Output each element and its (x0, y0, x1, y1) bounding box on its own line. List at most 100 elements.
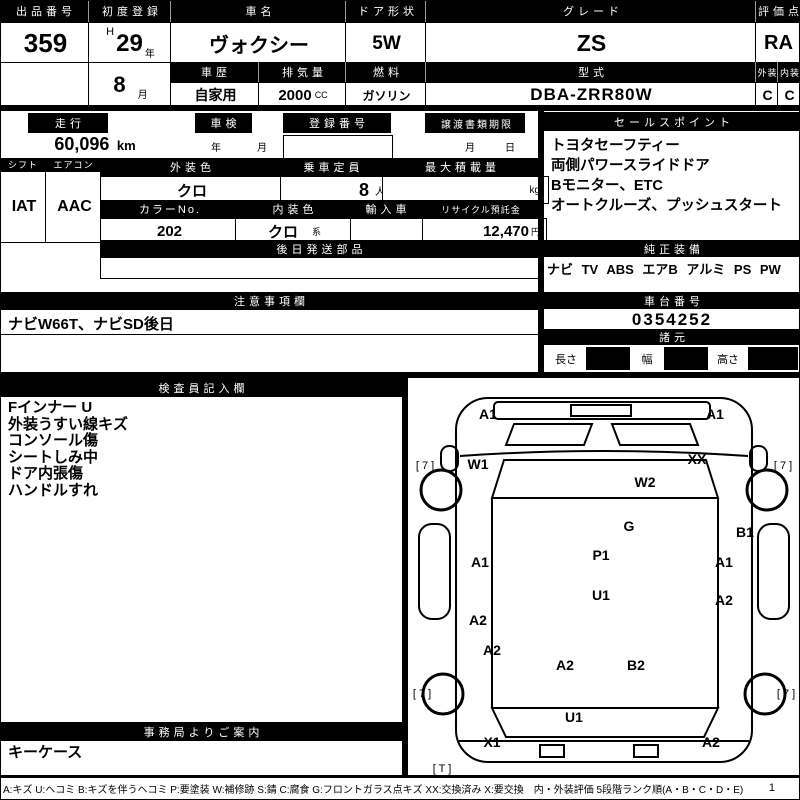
text-line: オートクルーズ、プッシュスタート (551, 198, 782, 214)
text-line: トヨタセーフティー (551, 138, 680, 154)
inspector-notes-header: 検査員記入欄 (0, 378, 403, 397)
chassis-number-header: 車台番号 (544, 292, 800, 309)
model-code-label: 型式 (425, 62, 756, 82)
recycle-deposit-label: リサイクル預託金 (422, 200, 539, 218)
shift-label: シフト (0, 158, 45, 171)
capacity-label: 乗車定員 (280, 158, 383, 176)
damage-code-label: G (624, 518, 635, 534)
length-label: 長さ (555, 353, 577, 366)
aircon-value: AAC (45, 171, 104, 243)
notes-header: 注意事項欄 (0, 292, 539, 310)
page-number: 1 (768, 782, 775, 794)
length-value-box (586, 347, 630, 370)
text-line: 両側パワースライドドア (551, 158, 710, 174)
max-load-label: 最大積載量 (382, 158, 539, 176)
exterior-grade-label: 外装 (755, 62, 778, 82)
front-left-wheel (419, 468, 463, 512)
width-label: 幅 (641, 353, 653, 366)
exterior-color-value: クロ (100, 176, 284, 204)
text-line: キーケース (8, 744, 83, 761)
divider (0, 775, 800, 778)
damage-code-label: A2 (715, 592, 733, 608)
left-door-panel (418, 523, 451, 620)
fuel-label: 燃料 (345, 62, 426, 82)
exterior-color-label: 外装色 (100, 158, 281, 176)
later-parts-value (100, 257, 541, 279)
damage-code-label: A2 (556, 657, 574, 673)
text-line: Bモニター、ETC (551, 178, 663, 194)
damage-code-label: W2 (635, 474, 656, 490)
divider (0, 105, 800, 111)
displacement-label: 排気量 (258, 62, 346, 82)
right-headlight (610, 423, 700, 446)
rear-reflector-left (539, 744, 565, 758)
inspection-month-unit: 月 (257, 143, 267, 154)
front-right-wheel (745, 468, 789, 512)
import-label: 輸入車 (350, 200, 422, 218)
text-line: Fインナー U (8, 399, 93, 416)
text-line: ハンドルすれ (8, 481, 99, 499)
car-name-label: 車名 (170, 0, 346, 22)
later-parts-label: 後日発送部品 (100, 240, 539, 257)
damage-code-label: P1 (592, 547, 609, 563)
transfer-month-unit: 月 (465, 143, 475, 154)
first-registration-year: H 29 年 (88, 22, 173, 65)
damage-code-label: [ 7 ] (416, 460, 434, 472)
aircon-label: エアコン (45, 158, 101, 171)
text-line: ドア内張傷 (8, 465, 84, 482)
damage-code-label: A2 (483, 642, 501, 658)
divider (538, 111, 544, 372)
damage-code-label: A2 (702, 734, 720, 750)
car-body-outline (455, 397, 753, 763)
year-unit: 年 (144, 49, 155, 60)
inspection-label: 車検 (195, 113, 252, 133)
damage-code-label: B1 (736, 524, 754, 540)
inspection-value: 年 月 (193, 139, 285, 154)
era-mark: H (106, 26, 115, 38)
inspection-year-unit: 年 (211, 143, 221, 154)
damage-code-label: A1 (471, 554, 489, 570)
mileage-number: 60,096 (54, 134, 110, 154)
sales-points-list: トヨタセーフティー両側パワースライドドア Bモニター、ETC オートクルーズ、プッシ… (551, 136, 782, 216)
hood-line (459, 450, 749, 457)
equipment-value: ナビ TV ABS エアB アルミ PS PW (547, 262, 781, 277)
mileage-unit: km (116, 138, 136, 153)
registration-number-label: 登録番号 (283, 113, 391, 133)
month-unit: 月 (137, 90, 148, 101)
text-line: コンソール傷 (8, 432, 99, 449)
left-headlight (504, 423, 594, 446)
door-shape-value: 5W (345, 22, 428, 65)
transfer-deadline-value: 月 日 (450, 139, 530, 154)
divider (0, 372, 800, 378)
rear-right-wheel (743, 672, 787, 716)
text-line: 外装うすい線キズ (8, 415, 129, 433)
legend: A:キズ U:ヘコミ B:キズを伴うヘコミ P:要塗装 W:補修跡 S:錆 C:… (3, 778, 797, 798)
displacement-unit: CC (314, 90, 328, 100)
front-plate (570, 404, 632, 417)
import-value (350, 218, 425, 244)
shift-value: IAT (0, 171, 48, 243)
office-info-header: 事務局よりご案内 (0, 722, 403, 741)
interior-grade-label: 内装 (777, 62, 800, 82)
damage-code-label: X1 (483, 734, 500, 750)
car-history-label: 車歴 (170, 62, 258, 82)
recycle-unit: 円 (530, 226, 540, 237)
reg-year: 29 (116, 29, 143, 57)
recycle-deposit-value: 12,470 円 (422, 218, 547, 244)
lot-number-label: 出品番号 (0, 0, 88, 22)
damage-code-label: B2 (627, 657, 645, 673)
color-no-value: 202 (100, 218, 239, 244)
capacity-unit: 人 (375, 186, 385, 198)
damage-code-label: [ 7 ] (413, 688, 431, 700)
rear-reflector-right (633, 744, 659, 758)
score-label: 評価点 (755, 0, 800, 22)
grade-label: グレード (425, 0, 756, 22)
first-registration-label: 初度登録 (88, 0, 171, 22)
reg-month: 8 (113, 72, 126, 97)
color-no-label: カラーNo. (100, 200, 236, 218)
grade-value: ZS (425, 22, 758, 65)
